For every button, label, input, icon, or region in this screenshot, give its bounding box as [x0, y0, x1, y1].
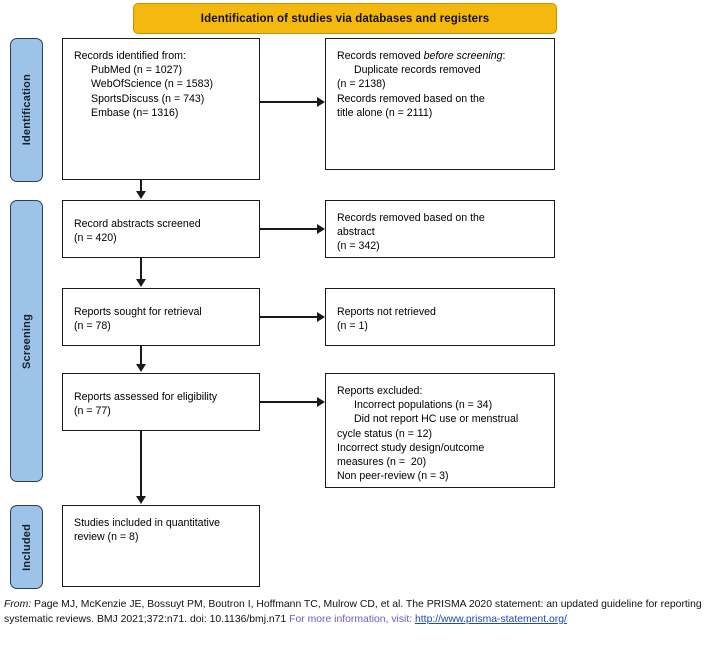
- arrowhead-screened-to-removed-abstract: [317, 224, 325, 234]
- removed-before-line-3: title alone (n = 2111): [337, 106, 433, 119]
- box-studies-included-text: Studies included in quantitative review …: [74, 516, 250, 544]
- arrowhead-sought-to-not-retrieved: [317, 312, 325, 322]
- reports-not-retrieved-line-2: (n = 1): [337, 320, 368, 332]
- box-reports-assessed: Reports assessed for eligibility (n = 77…: [62, 373, 260, 431]
- reports-excluded-heading: Reports excluded:: [337, 385, 423, 397]
- removed-abstract-line-2: abstract: [337, 226, 375, 239]
- reports-excluded-line-1: Did not report HC use or menstrual: [354, 413, 519, 426]
- records-identified-line-2: SportsDiscuss (n = 743): [91, 92, 205, 105]
- footer-more-info-text: For more information, visit:: [289, 613, 416, 625]
- connector-screened-to-sought: [140, 258, 142, 279]
- reports-excluded-line-2: cycle status (n = 12): [337, 427, 433, 440]
- box-reports-not-retrieved-text: Reports not retrieved (n = 1): [337, 305, 436, 333]
- removed-before-heading-italic: before screening: [423, 50, 503, 62]
- box-records-removed-before-screening: Records removed before screening: Duplic…: [325, 38, 555, 170]
- phase-label-included: Included: [10, 505, 43, 589]
- box-reports-not-retrieved: Reports not retrieved (n = 1): [325, 288, 555, 346]
- phase-label-identification-text: Identification: [20, 74, 33, 146]
- box-studies-included: Studies included in quantitative review …: [62, 505, 260, 587]
- studies-included-line-2: review (n = 8): [74, 531, 139, 544]
- box-reports-excluded: Reports excluded: Incorrect populations …: [325, 373, 555, 488]
- reports-sought-line-2: (n = 78): [74, 320, 111, 332]
- phase-label-screening-text: Screening: [20, 313, 33, 369]
- connector-sought-to-not-retrieved: [260, 316, 317, 318]
- banner-title: Identification of studies via databases …: [200, 12, 490, 25]
- box-reports-sought: Reports sought for retrieval (n = 78): [62, 288, 260, 346]
- footer-citation-text: Page MJ, McKenzie JE, Bossuyt PM, Boutro…: [4, 599, 702, 625]
- box-reports-excluded-text: Reports excluded: Incorrect populations …: [337, 384, 545, 483]
- box-reports-sought-text: Reports sought for retrieval (n = 78): [74, 305, 202, 333]
- removed-before-heading-tail: :: [502, 50, 506, 62]
- connector-screened-to-removed-abstract: [260, 228, 317, 230]
- box-records-identified-text: Records identified from: PubMed (n = 102…: [74, 49, 250, 120]
- arrowhead-identified-to-screened: [136, 191, 146, 199]
- records-identified-heading: Records identified from:: [74, 50, 186, 62]
- box-records-removed-abstract: Records removed based on the abstract (n…: [325, 200, 555, 258]
- phase-label-screening: Screening: [10, 200, 43, 482]
- connector-assessed-to-excluded: [260, 401, 317, 403]
- reports-sought-line-1: Reports sought for retrieval: [74, 305, 202, 318]
- records-screened-line-1: Record abstracts screened: [74, 217, 201, 230]
- connector-sought-to-assessed: [140, 346, 142, 364]
- box-records-screened-text: Record abstracts screened (n = 420): [74, 217, 201, 245]
- arrowhead-identified-to-removed: [317, 97, 325, 107]
- footer-citation: From: Page MJ, McKenzie JE, Bossuyt PM, …: [4, 598, 704, 627]
- box-records-identified: Records identified from: PubMed (n = 102…: [62, 38, 260, 180]
- removed-before-line-0: Duplicate records removed: [354, 64, 481, 77]
- arrowhead-assessed-to-included: [136, 496, 146, 504]
- reports-excluded-line-5: Non peer-review (n = 3): [337, 470, 449, 483]
- phase-label-included-text: Included: [20, 523, 33, 571]
- reports-assessed-line-2: (n = 77): [74, 405, 111, 417]
- connector-identified-to-removed: [260, 101, 317, 103]
- reports-assessed-line-1: Reports assessed for eligibility: [74, 390, 218, 403]
- arrowhead-assessed-to-excluded: [317, 397, 325, 407]
- box-records-removed-before-screening-text: Records removed before screening: Duplic…: [337, 49, 545, 120]
- arrowhead-screened-to-sought: [136, 279, 146, 287]
- connector-identified-to-screened: [140, 180, 142, 192]
- reports-excluded-line-4: measures (n = 20): [337, 456, 427, 469]
- studies-included-line-1: Studies included in quantitative: [74, 517, 221, 529]
- reports-excluded-line-3: Incorrect study design/outcome: [337, 441, 485, 454]
- arrowhead-sought-to-assessed: [136, 364, 146, 372]
- records-identified-line-0: PubMed (n = 1027): [91, 64, 182, 77]
- reports-not-retrieved-line-1: Reports not retrieved: [337, 305, 436, 318]
- records-identified-line-3: Embase (n= 1316): [91, 106, 179, 119]
- prisma-statement-link[interactable]: http://www.prisma-statement.org/: [415, 613, 567, 625]
- records-identified-line-1: WebOfScience (n = 1583): [91, 78, 213, 91]
- removed-before-line-2: Records removed based on the: [337, 92, 485, 105]
- removed-before-line-1: (n = 2138): [337, 78, 386, 91]
- removed-before-heading-plain: Records removed: [337, 50, 424, 62]
- phase-label-identification: Identification: [10, 38, 43, 182]
- records-screened-line-2: (n = 420): [74, 232, 117, 244]
- reports-excluded-line-0: Incorrect populations (n = 34): [354, 399, 493, 412]
- connector-assessed-to-included: [140, 431, 142, 496]
- box-reports-assessed-text: Reports assessed for eligibility (n = 77…: [74, 390, 217, 418]
- removed-abstract-line-3: (n = 342): [337, 240, 380, 253]
- box-records-removed-abstract-text: Records removed based on the abstract (n…: [337, 211, 545, 254]
- box-records-screened: Record abstracts screened (n = 420): [62, 200, 260, 258]
- removed-abstract-line-1: Records removed based on the: [337, 212, 485, 224]
- footer-from-label: From:: [4, 599, 32, 610]
- section-banner-identification: Identification of studies via databases …: [133, 3, 557, 34]
